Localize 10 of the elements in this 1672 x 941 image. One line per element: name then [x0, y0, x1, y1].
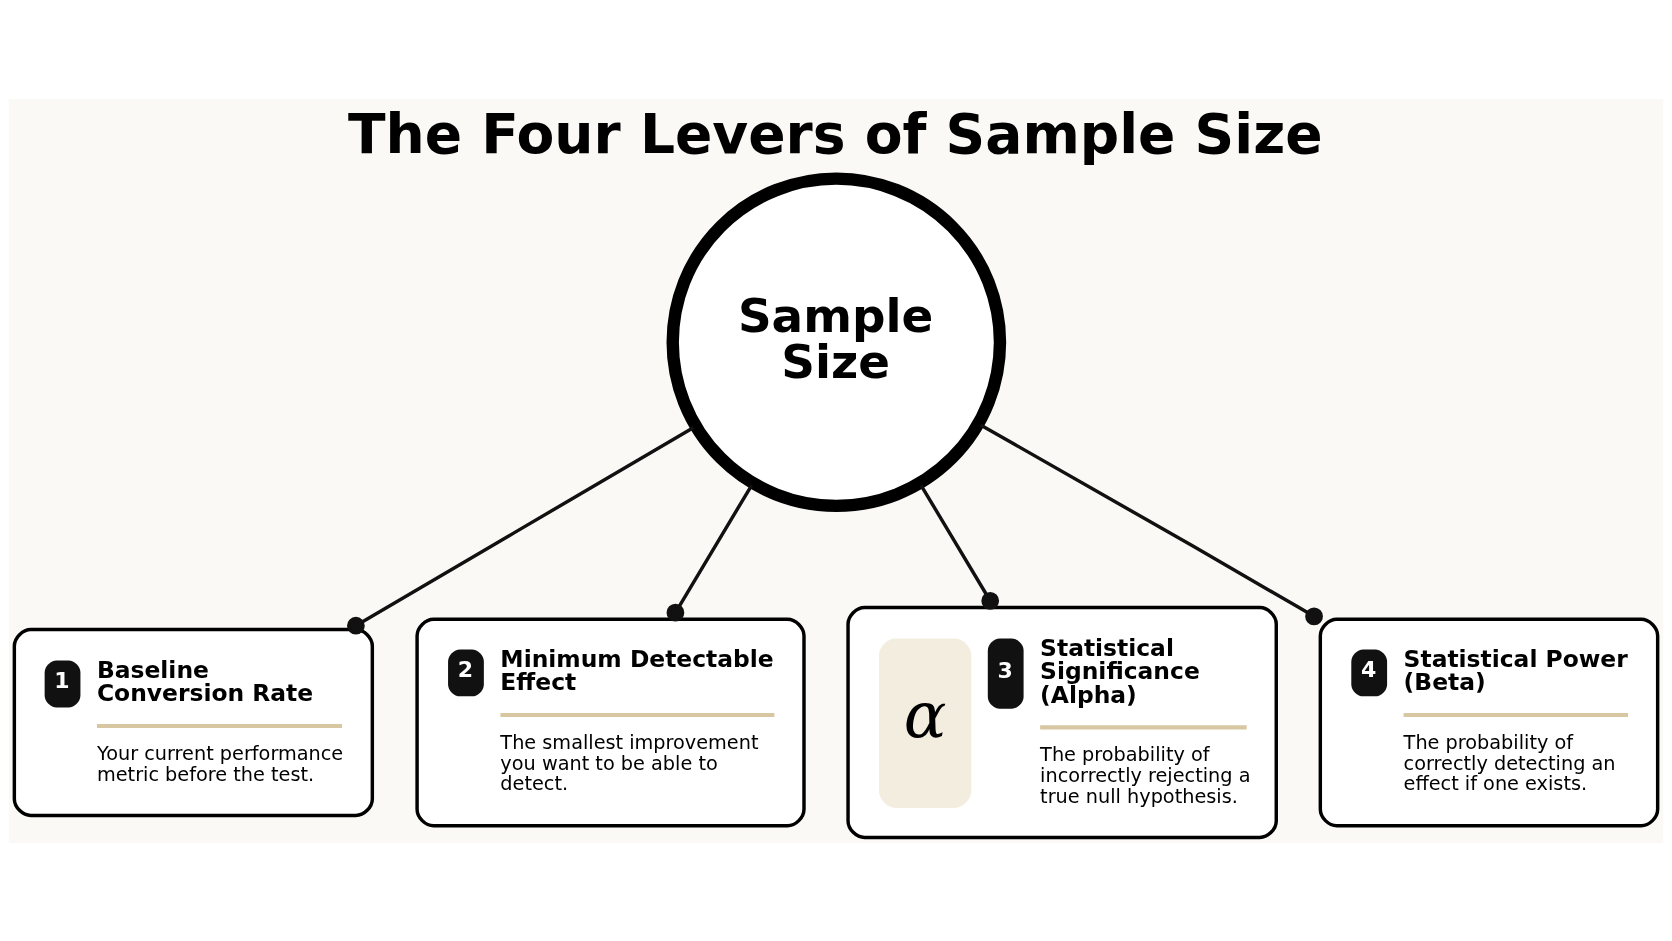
connector	[919, 483, 1000, 610]
node-circle: Sample Size	[666, 171, 1007, 512]
node-box: α 3 Statistical Significance (Alpha) The probability of incorrectly rejecting a true null hypothesis.	[846, 605, 1278, 839]
diagram-title: The Four Levers of Sample Size	[347, 101, 1323, 166]
connector	[666, 483, 754, 622]
connector	[979, 422, 1323, 625]
node-box: 1 Baseline Conversion Rate Your current performance metric before the test.	[12, 627, 375, 817]
connector	[347, 425, 695, 635]
node-box: 2 Minimum Detectable Effect The smallest improvement you want to be able to detect.	[415, 617, 806, 827]
node-box: 4 Statistical Power (Beta) The probability of correctly detecting an effect if one exists.	[1318, 617, 1660, 827]
